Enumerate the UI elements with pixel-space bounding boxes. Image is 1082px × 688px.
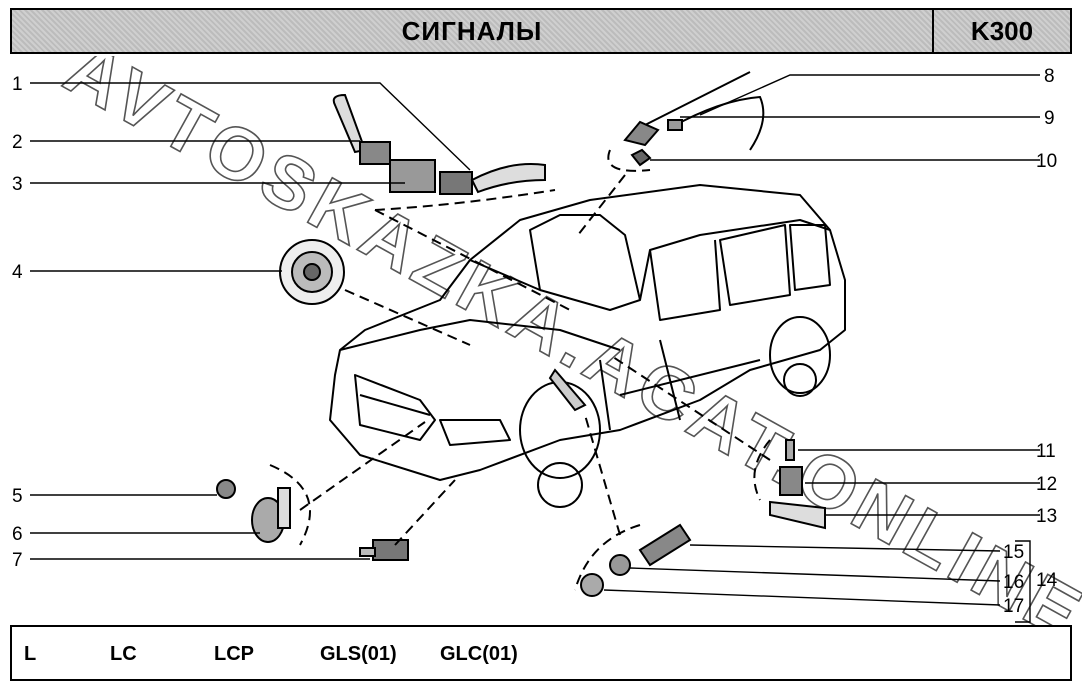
trim-lc: LC <box>110 643 137 665</box>
callout-2: 2 <box>12 132 23 153</box>
callout-lines <box>30 74 1040 623</box>
callout-5: 5 <box>12 486 23 507</box>
callout-16: 16 <box>1003 572 1024 593</box>
callout-14: 14 <box>1036 570 1058 591</box>
code-cell: K300 <box>934 10 1070 52</box>
trim-glc01: GLC(01) <box>440 643 518 665</box>
callout-10: 10 <box>1036 151 1057 172</box>
callout-numbers: 1 2 3 4 5 6 7 8 9 10 11 12 13 15 14 16 1… <box>12 66 1058 617</box>
callout-11: 11 <box>1036 441 1056 462</box>
callout-9: 9 <box>1044 108 1055 129</box>
trim-levels-bar: L LC LCP GLS(01) GLC(01) <box>10 625 1072 681</box>
callout-1: 1 <box>12 74 23 95</box>
page-title: СИГНАЛЫ <box>401 15 543 46</box>
steering-switch-parts <box>332 93 546 195</box>
sensor-parts <box>548 368 826 597</box>
vehicle-outline <box>329 184 846 508</box>
callout-17: 17 <box>1003 596 1024 617</box>
callout-13: 13 <box>1036 506 1057 527</box>
callout-12: 12 <box>1036 474 1057 495</box>
title-cell: СИГНАЛЫ <box>12 10 934 52</box>
trim-lcp: LCP <box>214 643 254 665</box>
callout-7: 7 <box>12 550 23 571</box>
catalog-code: K300 <box>970 15 1034 46</box>
horn-switch-disc <box>279 239 345 305</box>
trim-gls01: GLS(01) <box>320 643 397 665</box>
trim-l: L <box>24 643 37 665</box>
callout-3: 3 <box>12 174 23 195</box>
callout-6: 6 <box>12 524 23 545</box>
callout-8: 8 <box>1044 66 1055 87</box>
assembly-arrows <box>269 149 771 591</box>
callout-4: 4 <box>12 262 23 283</box>
callout-15: 15 <box>1003 542 1024 563</box>
antenna-parts <box>623 71 765 167</box>
header-bar: СИГНАЛЫ K300 <box>10 8 1072 54</box>
parts-diagram: AVTOSKAZKA.ACAT.ONLINE <box>12 56 1082 626</box>
horn-parts <box>216 479 409 561</box>
